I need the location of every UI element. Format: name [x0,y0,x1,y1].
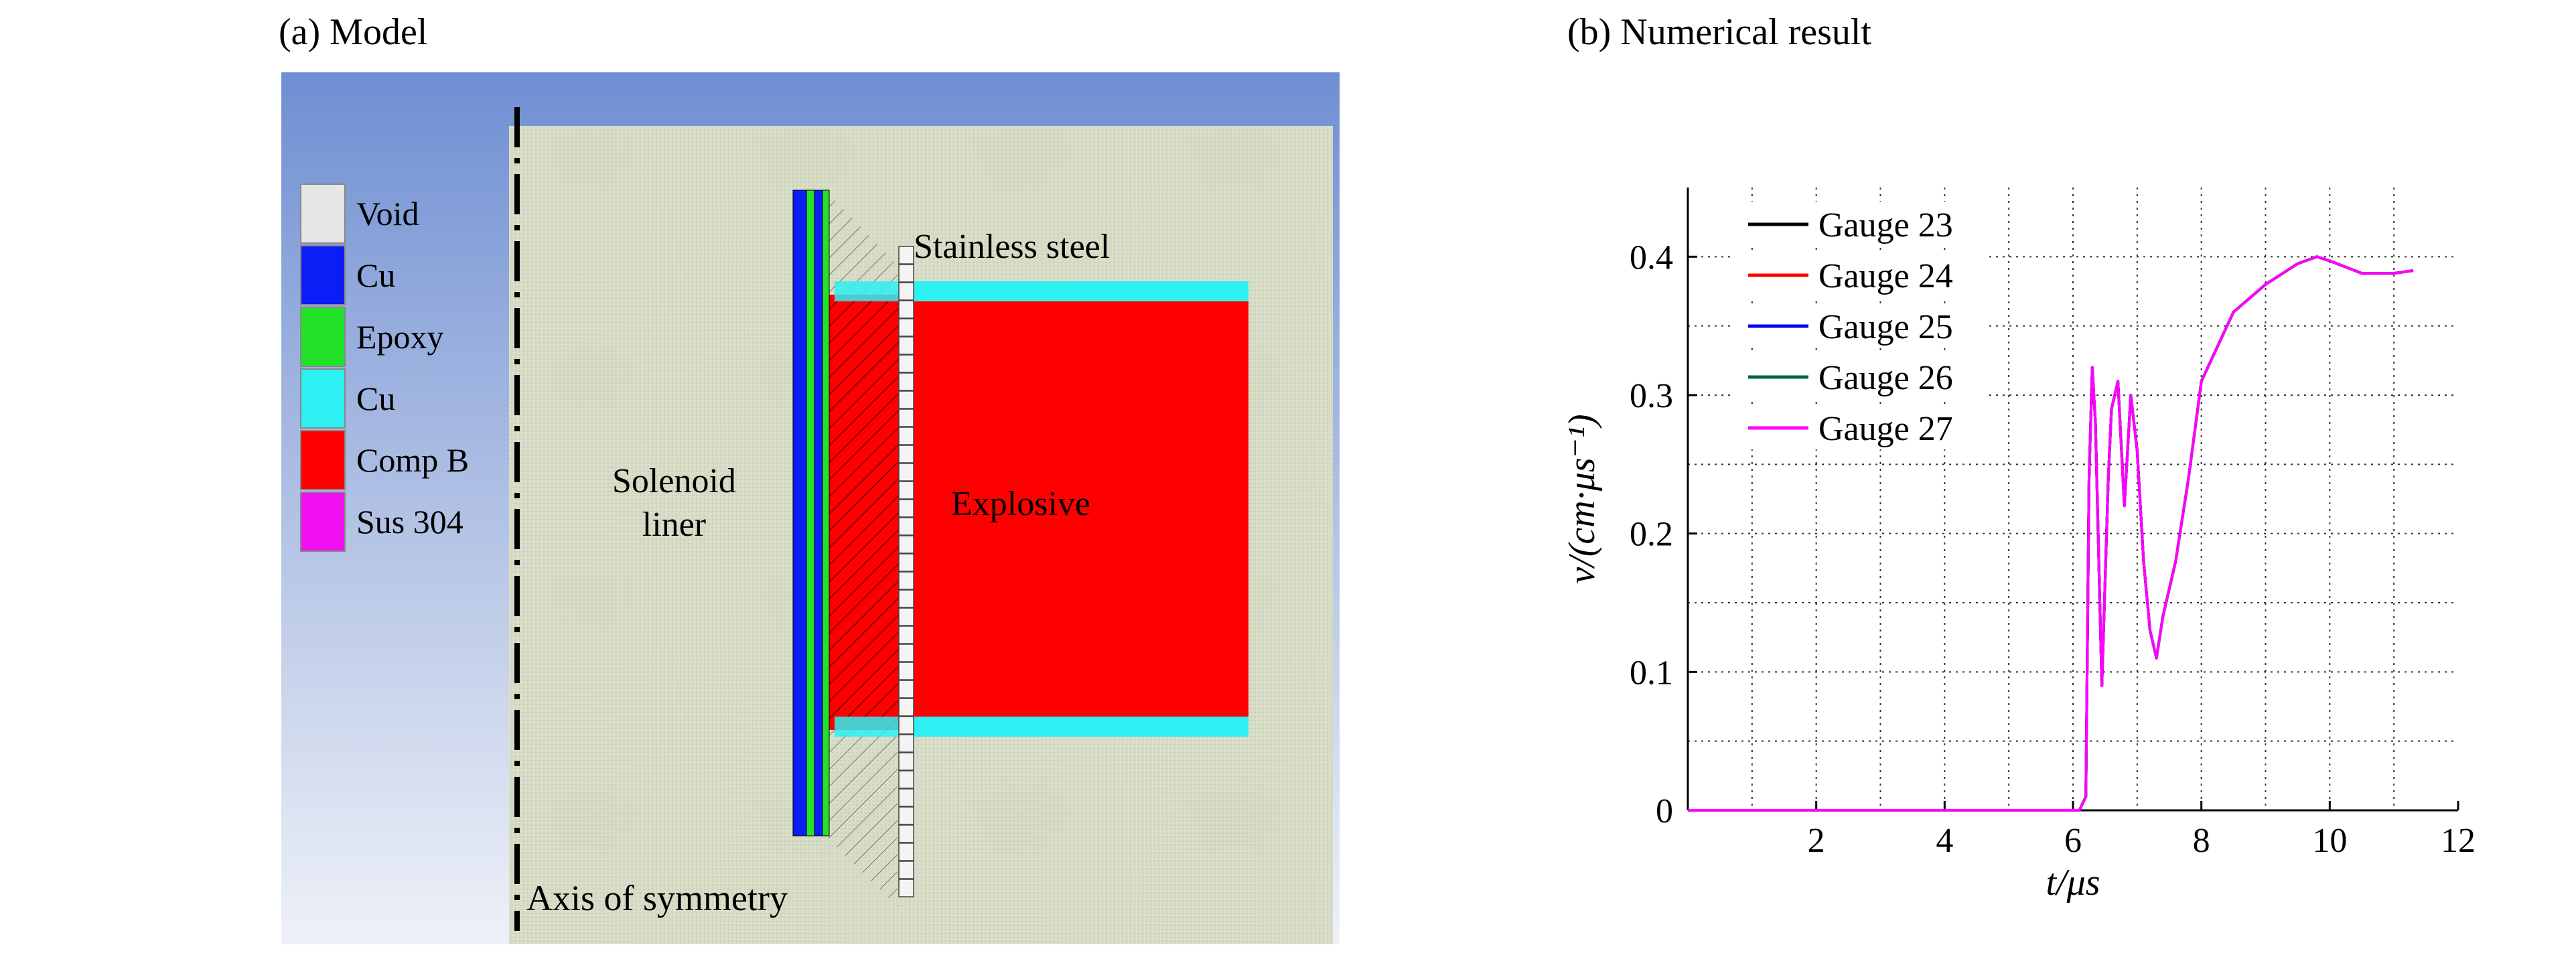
gauge-cell [898,336,914,355]
x-tick-label: 10 [2312,822,2347,860]
legend-label: Gauge 27 [1818,410,1953,448]
x-tick-label: 4 [1936,822,1953,860]
gauge-cell [898,698,914,717]
explosive-block [900,301,1248,717]
legend-swatch-cu-2 [300,368,346,429]
solenoid-label-line1: Solenoid [612,462,736,500]
gauge-cell [898,879,914,897]
solenoid-label-line2: liner [642,506,707,544]
gauge-cell [898,770,914,789]
casing-top [900,281,1248,301]
legend-item-void: Void [300,183,419,244]
gauge-column [898,246,914,897]
gauge-cell [898,806,914,825]
legend-label-comp-b: Comp B [356,441,470,479]
legend-item-cu: Cu [300,244,395,306]
gauge-cell [898,354,914,373]
y-tick-label: 0.4 [1630,238,1673,277]
gauge-cell [898,499,914,518]
gauge-cell [898,842,914,861]
gauge-cell [898,788,914,807]
gauge-cell [898,264,914,283]
legend-label-void: Void [356,195,419,232]
axis-of-symmetry-label: Axis of symmetry [526,878,788,918]
gauge-cell [898,680,914,698]
y-tick-label: 0.3 [1630,377,1673,415]
gauge-cell [898,517,914,536]
gauge-cell [898,644,914,662]
legend-swatch-cu [300,245,346,305]
y-axis-label: v/(cm·μs⁻¹) [1561,414,1603,583]
stainless-steel-label: Stainless steel [914,228,1111,266]
legend-label: Gauge 26 [1818,359,1953,397]
gauge-cell [898,246,914,265]
gauge-cell [898,282,914,301]
gauge-cell [898,607,914,626]
y-tick-label: 0.2 [1630,516,1673,554]
legend-swatch-epoxy [300,307,346,367]
cu-inner-strip [814,190,823,836]
x-tick-label: 2 [1808,822,1825,860]
y-tick-label: 0.1 [1630,654,1673,692]
gauge-cell [898,589,914,608]
legend-item-epoxy: Epoxy [300,306,444,368]
legend-label: Gauge 24 [1818,257,1953,295]
chart-panel: 2 4 6 8 10 12 0 0.1 0.2 0.3 0.4 t/μs v/(cm·μs⁻¹) Gaug… [1541,154,2478,914]
casing-top-left [835,281,902,301]
legend-swatch-sus-304 [300,492,346,552]
gauge-cell [898,427,914,445]
legend-label-sus-304: Sus 304 [356,503,463,540]
legend-swatch-comp-b [300,430,346,490]
velocity-chart: 2 4 6 8 10 12 0 0.1 0.2 0.3 0.4 t/μs v/(cm·μs⁻¹) Gaug… [1561,188,2476,903]
legend-label: Gauge 25 [1818,308,1953,346]
gauge-cell [898,409,914,427]
gauge-cell [898,463,914,482]
legend-label: Gauge 23 [1818,206,1953,244]
legend-label-cu-2: Cu [356,380,396,417]
epoxy-strip [806,190,815,836]
solenoid-liner-label: Solenoid liner [612,459,736,546]
legend-item-cu-2: Cu [300,368,395,429]
legend-item-sus-304: Sus 304 [300,491,463,553]
x-axis-label: t/μs [2046,862,2100,903]
gauge-cell [898,716,914,735]
panel-b-title: (b) Numerical result [1567,11,1872,53]
model-diagram [281,72,1340,944]
x-tick-label: 6 [2064,822,2082,860]
casing-bottom-left [835,717,902,737]
gauge-cell [898,662,914,680]
gauge-cell [898,734,914,753]
casing-bottom [900,717,1248,737]
gauge-cell [898,553,914,572]
epoxy-outer-strip [822,190,830,836]
gauge-cell [898,300,914,319]
x-tick-label: 12 [2441,822,2476,860]
panel-a-title: (a) Model [279,11,428,53]
legend-swatch-void [300,183,346,244]
legend-label-epoxy: Epoxy [356,318,444,356]
gauge-cell [898,390,914,409]
gauge-cell [898,445,914,463]
explosive-label: Explosive [951,485,1090,523]
x-tick-label: 8 [2193,822,2210,860]
legend-label-cu: Cu [356,256,396,294]
y-tick-label: 0 [1656,792,1673,830]
model-panel: Void Cu Epoxy Cu Comp B Sus 304 Stainles… [281,72,1340,944]
series-line [1688,255,2414,812]
gauge-cell [898,824,914,843]
legend-item-comp-b: Comp B [300,429,469,491]
gauge-cell [898,481,914,500]
gauge-cell [898,535,914,554]
gauge-cell [898,372,914,391]
gauge-cell [898,571,914,590]
gauge-cell [898,625,914,644]
gauge-cell [898,752,914,771]
red-hatched-region [825,295,900,730]
cu-liner-strip [792,190,807,836]
gauge-cell [898,861,914,879]
gauge-cell [898,318,914,337]
